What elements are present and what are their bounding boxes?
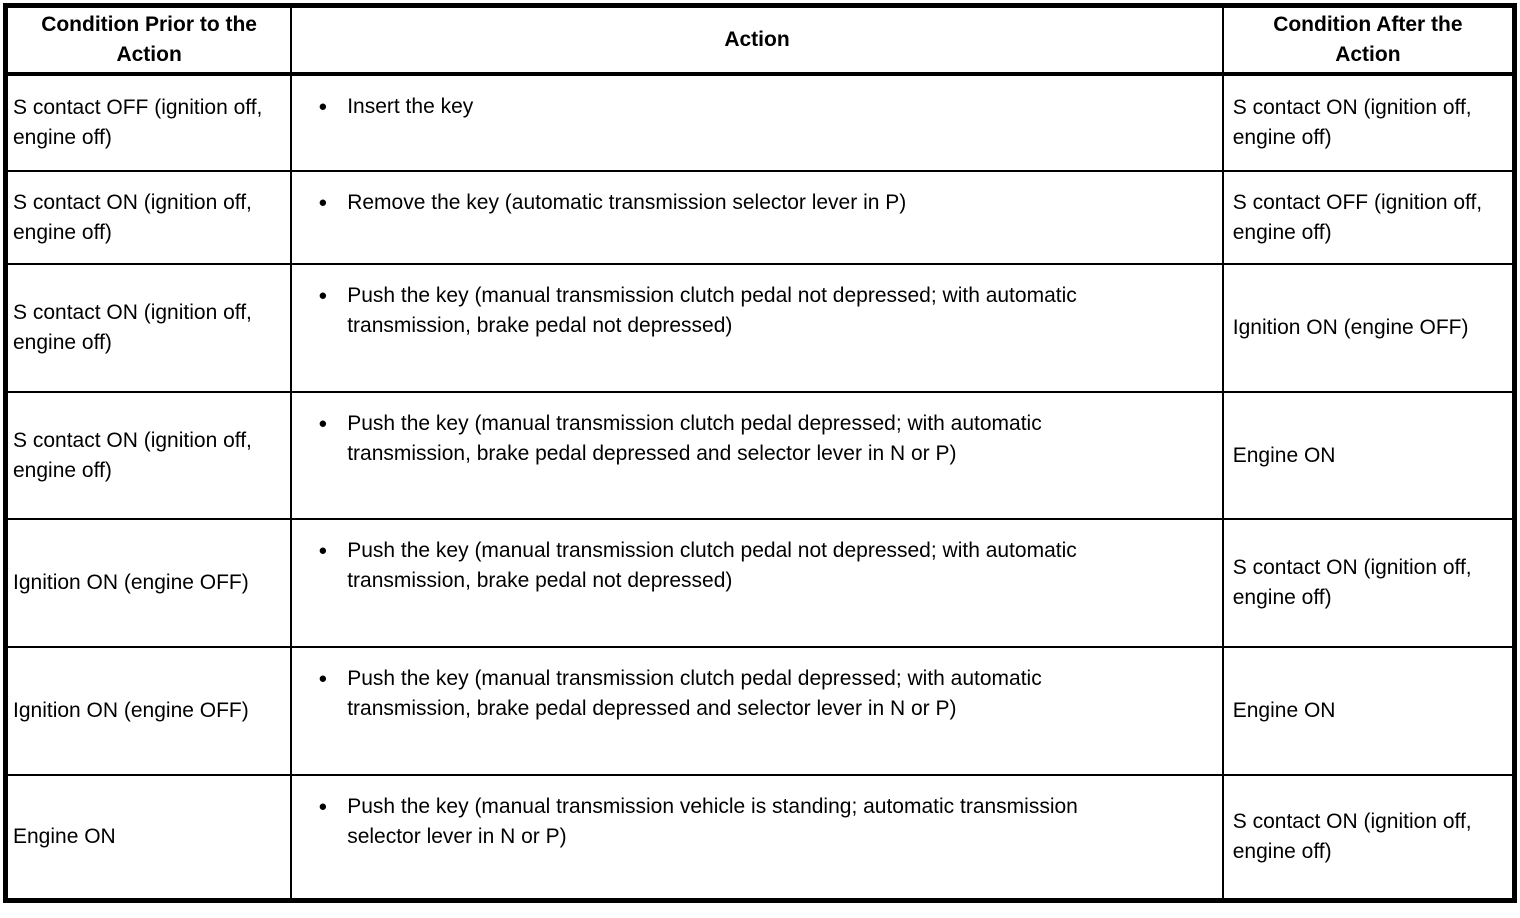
action-item: ● Push the key (manual transmission vehi…	[318, 792, 1202, 852]
table-row: Ignition ON (engine OFF) ● Push the key …	[4, 646, 1516, 776]
action-text: Insert the key	[347, 95, 474, 118]
action-cell: ● Push the key (manual transmission vehi…	[290, 774, 1224, 901]
action-item: ● Push the key (manual transmission clut…	[318, 281, 1202, 341]
action-text: Push the key (manual transmission clutch…	[347, 539, 1077, 592]
condition-after-cell: S contact ON (ignition off, engine off)	[1221, 518, 1516, 648]
condition-after-cell: S contact ON (ignition off, engine off)	[1221, 774, 1516, 901]
condition-after-cell: Engine ON	[1221, 391, 1516, 520]
condition-prior-cell: Ignition ON (engine OFF)	[4, 646, 293, 776]
condition-prior-cell: Ignition ON (engine OFF)	[4, 518, 293, 648]
action-item: ● Push the key (manual transmission clut…	[318, 536, 1202, 596]
action-item: ● Push the key (manual transmission clut…	[318, 664, 1202, 724]
condition-prior-cell: S contact ON (ignition off, engine off)	[4, 391, 293, 520]
condition-after-cell: S contact OFF (ignition off, engine off)	[1221, 170, 1516, 265]
table-row: S contact ON (ignition off, engine off) …	[4, 263, 1516, 393]
table-row: Engine ON ● Push the key (manual transmi…	[4, 774, 1516, 901]
bullet-icon: ●	[318, 670, 328, 687]
action-text: Push the key (manual transmission clutch…	[347, 667, 1042, 720]
action-item: ● Remove the key (automatic transmission…	[318, 188, 1202, 218]
table-row: Ignition ON (engine OFF) ● Push the key …	[4, 518, 1516, 648]
header-condition-after: Condition After the Action	[1221, 4, 1516, 76]
bullet-icon: ●	[318, 98, 328, 115]
table-row: S contact ON (ignition off, engine off) …	[4, 391, 1516, 520]
table-header: Condition Prior to the Action Action Con…	[4, 4, 1516, 76]
table-body: S contact OFF (ignition off, engine off)…	[4, 73, 1516, 901]
action-cell: ● Insert the key	[290, 73, 1224, 172]
condition-prior-cell: S contact ON (ignition off, engine off)	[4, 263, 293, 393]
action-text: Remove the key (automatic transmission s…	[347, 191, 907, 214]
condition-after-cell: S contact ON (ignition off, engine off)	[1221, 73, 1516, 172]
action-cell: ● Remove the key (automatic transmission…	[290, 170, 1224, 265]
condition-prior-cell: Engine ON	[4, 774, 293, 901]
header-row: Condition Prior to the Action Action Con…	[4, 4, 1516, 76]
action-item: ● Push the key (manual transmission clut…	[318, 409, 1202, 469]
bullet-icon: ●	[318, 415, 328, 432]
bullet-icon: ●	[318, 194, 328, 211]
action-cell: ● Push the key (manual transmission clut…	[290, 263, 1224, 393]
bullet-icon: ●	[318, 798, 328, 815]
action-item: ● Insert the key	[318, 92, 1202, 122]
action-text: Push the key (manual transmission clutch…	[347, 412, 1042, 465]
key-operation-table: Condition Prior to the Action Action Con…	[3, 3, 1517, 903]
bullet-icon: ●	[318, 542, 328, 559]
header-condition-prior: Condition Prior to the Action	[4, 4, 293, 76]
condition-prior-cell: S contact ON (ignition off, engine off)	[4, 170, 293, 265]
action-text: Push the key (manual transmission vehicl…	[347, 795, 1078, 848]
action-cell: ● Push the key (manual transmission clut…	[290, 518, 1224, 648]
header-action: Action	[290, 4, 1224, 76]
action-text: Push the key (manual transmission clutch…	[347, 284, 1077, 337]
condition-prior-cell: S contact OFF (ignition off, engine off)	[4, 73, 293, 172]
bullet-icon: ●	[318, 287, 328, 304]
table-row: S contact OFF (ignition off, engine off)…	[4, 73, 1516, 172]
condition-after-cell: Ignition ON (engine OFF)	[1221, 263, 1516, 393]
table-row: S contact ON (ignition off, engine off) …	[4, 170, 1516, 265]
action-cell: ● Push the key (manual transmission clut…	[290, 646, 1224, 776]
condition-after-cell: Engine ON	[1221, 646, 1516, 776]
action-cell: ● Push the key (manual transmission clut…	[290, 391, 1224, 520]
